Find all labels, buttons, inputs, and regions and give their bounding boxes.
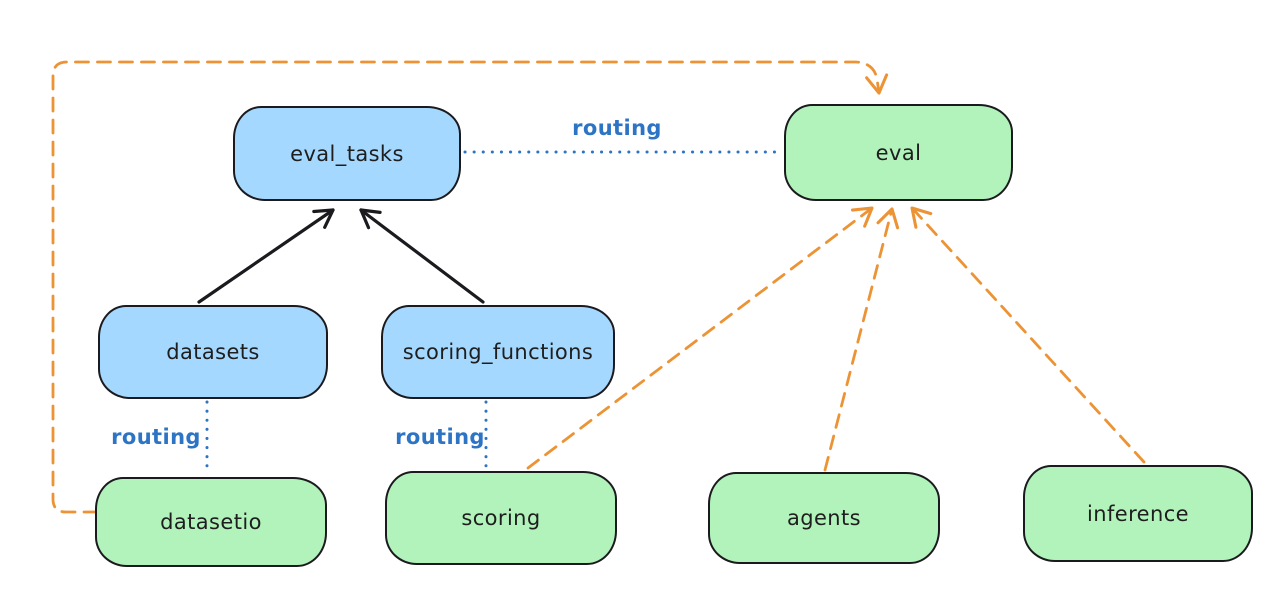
edge-label-routing-scoring-functions-scoring: routing [395,425,485,449]
edge-scoring-functions-to-eval-tasks [359,208,485,304]
node-eval-tasks-label: eval_tasks [290,141,404,166]
node-inference: inference [1023,465,1253,562]
node-eval: eval [784,104,1013,201]
node-eval-tasks: eval_tasks [233,106,461,201]
node-scoring: scoring [385,471,617,565]
edge-inference-to-eval [910,206,1146,464]
node-inference-label: inference [1087,501,1189,526]
node-eval-label: eval [875,140,922,165]
node-scoring-functions-label: scoring_functions [402,340,594,364]
edge-datasets-to-eval-tasks [197,208,335,304]
node-datasets: datasets [98,305,328,399]
node-scoring-label: scoring [461,506,541,530]
node-datasetio-label: datasetio [160,510,262,534]
edge-agents-to-eval [823,207,900,472]
node-agents: agents [708,472,940,564]
node-datasetio: datasetio [95,477,327,567]
edge-label-routing-datasets-datasetio: routing [111,425,201,449]
node-datasets-label: datasets [166,340,260,364]
node-scoring-functions: scoring_functions [381,305,615,399]
edge-label-routing-eval-tasks-eval: routing [572,116,662,140]
node-agents-label: agents [786,506,861,530]
